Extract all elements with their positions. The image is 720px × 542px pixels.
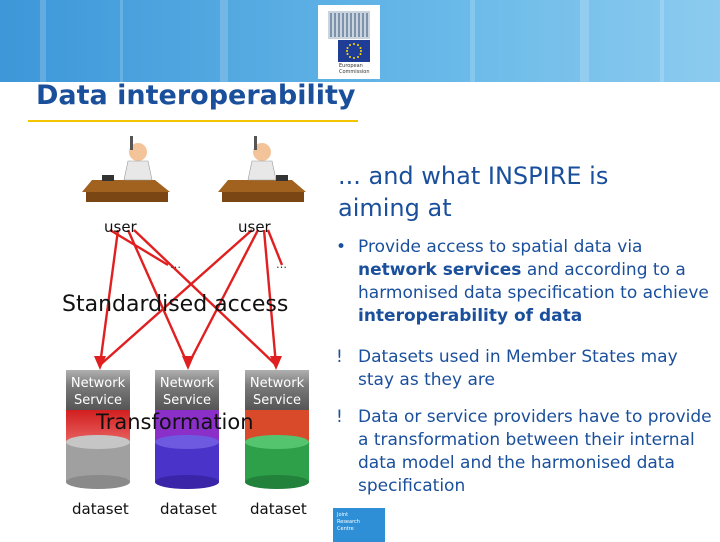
berlaymont-building-icon xyxy=(322,7,376,41)
dataset-label: dataset xyxy=(72,500,129,518)
network-service-label: Network Service xyxy=(68,375,128,409)
architecture-diagram: user user … … Standardised access Networ… xyxy=(0,130,330,540)
jrc-logo: Joint Research Centre xyxy=(333,508,385,542)
diagram-graphics xyxy=(0,130,330,540)
user-desk-icon xyxy=(82,136,170,202)
page-title: Data interoperability xyxy=(36,80,356,111)
eu-flag-icon xyxy=(338,40,370,62)
dataset-cylinder-green xyxy=(245,435,309,489)
dataset-label: dataset xyxy=(160,500,217,518)
transformation-label: Transformation xyxy=(96,410,254,434)
dataset-cylinder-blue xyxy=(155,435,219,489)
bullet-text: Datasets used in Member States may stay … xyxy=(358,346,718,392)
european-commission-logo: European Commission xyxy=(318,5,380,79)
title-underline xyxy=(28,120,358,122)
user-label: user xyxy=(104,218,137,236)
dataset-label: dataset xyxy=(250,500,307,518)
ellipsis-label: … xyxy=(276,258,287,271)
user-label: user xyxy=(238,218,271,236)
arrow-heads xyxy=(94,356,282,370)
commission-wordmark: European Commission xyxy=(339,63,370,75)
exclamation-marker: ! xyxy=(336,346,343,369)
standardised-access-label: Standardised access xyxy=(62,292,288,317)
network-service-label: Network Service xyxy=(247,375,307,409)
exclamation-marker: ! xyxy=(336,406,343,429)
bullet-text: Provide access to spatial data via netwo… xyxy=(358,236,718,328)
dataset-cylinder-grey xyxy=(66,435,130,489)
user-desk-icon xyxy=(218,136,306,202)
ellipsis-label: … xyxy=(170,258,181,271)
network-service-label: Network Service xyxy=(157,375,217,409)
bullet-marker: • xyxy=(336,236,346,259)
panel-heading: ... and what INSPIRE is aiming at xyxy=(338,160,658,224)
header-banner: European Commission xyxy=(0,0,720,82)
bullet-text: Data or service providers have to provid… xyxy=(358,406,718,498)
